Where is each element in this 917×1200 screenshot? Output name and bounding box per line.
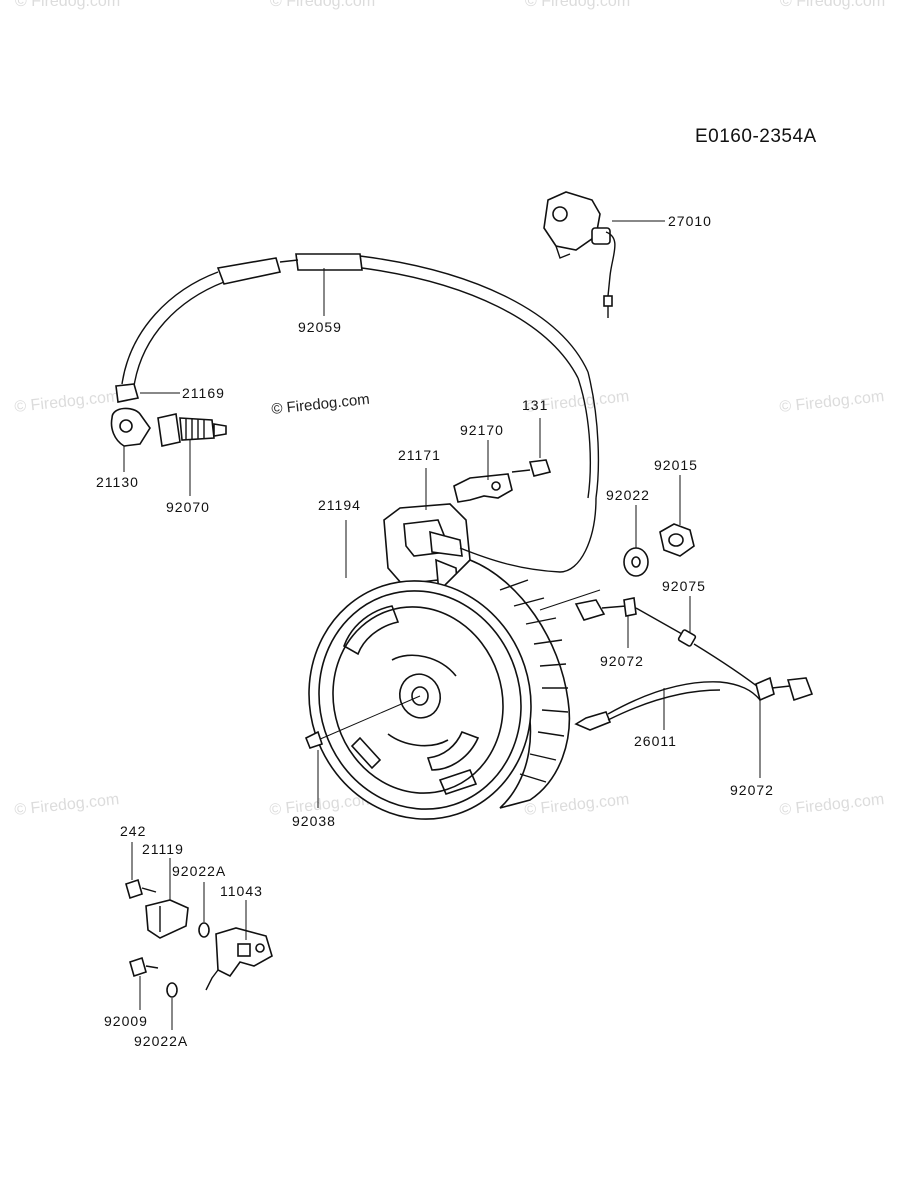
callout-26011: 26011 [634,733,677,749]
part-92022-drawing [623,547,649,577]
part-27010-drawing [543,191,616,318]
callout-92170: 92170 [460,422,504,438]
part-21169-drawing [115,383,140,403]
watermark: © Firedog.com [780,0,885,10]
callout-21169: 21169 [182,385,225,401]
watermark: © Firedog.com [524,791,630,819]
watermark-dark: © Firedog.com [271,391,371,418]
callout-131: 131 [522,397,548,413]
part-92022A-a-drawing [198,922,210,938]
callout-92038: 92038 [292,813,336,829]
part-21194-drawing [308,559,571,820]
callout-242: 242 [120,823,146,839]
callout-21130: 21130 [96,474,139,490]
callout-21119: 21119 [142,841,184,857]
part-92038-drawing [304,730,324,749]
part-92009-drawing [129,956,159,978]
part-21171-drawing [383,497,597,605]
callout-92015: 92015 [654,457,698,473]
part-21119-drawing [145,899,189,939]
callout-92072: 92072 [730,782,774,798]
watermark: © Firedog.com [779,791,885,819]
watermark: © Firedog.com [14,388,120,416]
part-leads-drawing [574,597,814,731]
part-92170-drawing [453,473,513,503]
watermark: © Firedog.com [779,388,885,416]
callout-21171: 21171 [398,447,441,463]
part-92015-drawing [659,523,695,557]
callout-92070: 92070 [166,499,210,515]
part-242-drawing [125,878,157,900]
part-92070-drawing [157,413,227,447]
callout-27010: 27010 [668,213,712,229]
watermark: © Firedog.com [525,0,630,10]
part-21130-drawing [110,407,151,447]
watermark: © Firedog.com [14,791,120,819]
callout-21194: 21194 [318,497,361,513]
callout-92022A: 92022A [134,1033,188,1049]
part-11043-drawing [205,927,273,991]
callout-92022A: 92022A [172,863,226,879]
callout-92075: 92075 [662,578,706,594]
callout-92022: 92022 [606,487,650,503]
watermark: © Firedog.com [270,0,375,10]
callout-92072: 92072 [600,653,644,669]
callout-11043: 11043 [220,883,263,899]
part-131-drawing [511,459,552,477]
diagram-code: E0160-2354A [695,126,817,147]
watermark: © Firedog.com [15,0,120,10]
part-92059-drawing [121,253,600,499]
callout-92059: 92059 [298,319,342,335]
part-92022A-b-drawing [166,982,178,998]
callout-92009: 92009 [104,1013,148,1029]
